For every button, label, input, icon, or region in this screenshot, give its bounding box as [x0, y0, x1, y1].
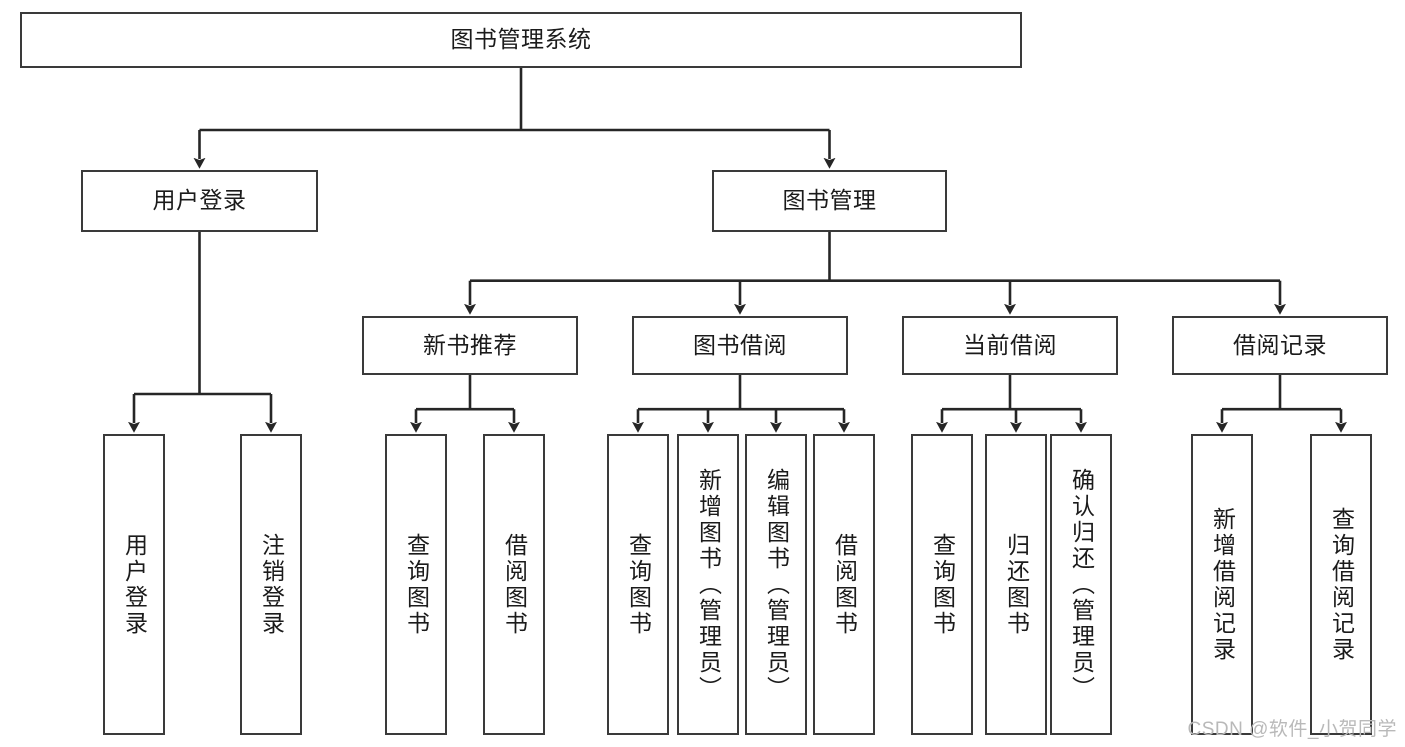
node-leaf-cur-return-book-label: 归还图书 [1003, 532, 1030, 637]
node-root-label: 图书管理系统 [450, 26, 592, 53]
node-leaf-rec-borrow-book-label: 借阅图书 [501, 532, 528, 637]
node-book-manage[interactable]: 图书管理 [712, 170, 947, 232]
node-book-borrow[interactable]: 图书借阅 [632, 316, 848, 375]
node-leaf-borrow-edit-book[interactable]: 编辑图书（管理员） [745, 434, 807, 735]
node-new-book-rec-label: 新书推荐 [423, 331, 517, 358]
node-leaf-borrow-add-book[interactable]: 新增图书（管理员） [677, 434, 739, 735]
node-leaf-rec-query-record-label: 查询借阅记录 [1328, 506, 1355, 663]
node-leaf-borrow-borrow-book[interactable]: 借阅图书 [813, 434, 875, 735]
node-leaf-borrow-borrow-book-label: 借阅图书 [831, 532, 858, 637]
node-book-borrow-label: 图书借阅 [693, 331, 787, 358]
node-user-login-label: 用户登录 [152, 187, 247, 214]
node-book-manage-label: 图书管理 [782, 187, 877, 214]
node-leaf-rec-add-record[interactable]: 新增借阅记录 [1191, 434, 1253, 735]
node-leaf-borrow-query-book[interactable]: 查询图书 [607, 434, 669, 735]
node-leaf-rec-query-record[interactable]: 查询借阅记录 [1310, 434, 1372, 735]
node-leaf-rec-query-book-label: 查询图书 [403, 532, 430, 637]
node-leaf-cur-query-book[interactable]: 查询图书 [911, 434, 973, 735]
node-leaf-cur-confirm-return[interactable]: 确认归还（管理员） [1050, 434, 1112, 735]
node-leaf-rec-borrow-book[interactable]: 借阅图书 [483, 434, 545, 735]
node-leaf-rec-add-record-label: 新增借阅记录 [1209, 506, 1236, 663]
node-leaf-borrow-query-book-label: 查询图书 [625, 532, 652, 637]
watermark-text: CSDN @软件_小贺同学 [1187, 719, 1397, 740]
node-leaf-user-login[interactable]: 用户登录 [103, 434, 165, 735]
node-user-login[interactable]: 用户登录 [81, 170, 318, 232]
node-leaf-cur-return-book[interactable]: 归还图书 [985, 434, 1047, 735]
node-leaf-user-login-label: 用户登录 [121, 532, 148, 637]
node-leaf-user-logout[interactable]: 注销登录 [240, 434, 302, 735]
node-borrow-record-label: 借阅记录 [1233, 331, 1327, 358]
node-new-book-rec[interactable]: 新书推荐 [362, 316, 578, 375]
node-leaf-cur-confirm-return-label: 确认归还（管理员） [1068, 467, 1095, 702]
node-leaf-borrow-add-book-label: 新增图书（管理员） [695, 467, 722, 702]
node-current-borrow-label: 当前借阅 [963, 331, 1057, 358]
node-leaf-rec-query-book[interactable]: 查询图书 [385, 434, 447, 735]
node-leaf-cur-query-book-label: 查询图书 [929, 532, 956, 637]
node-leaf-user-logout-label: 注销登录 [258, 532, 285, 637]
node-leaf-borrow-edit-book-label: 编辑图书（管理员） [763, 467, 790, 702]
node-borrow-record[interactable]: 借阅记录 [1172, 316, 1388, 375]
node-current-borrow[interactable]: 当前借阅 [902, 316, 1118, 375]
node-root[interactable]: 图书管理系统 [20, 12, 1022, 68]
